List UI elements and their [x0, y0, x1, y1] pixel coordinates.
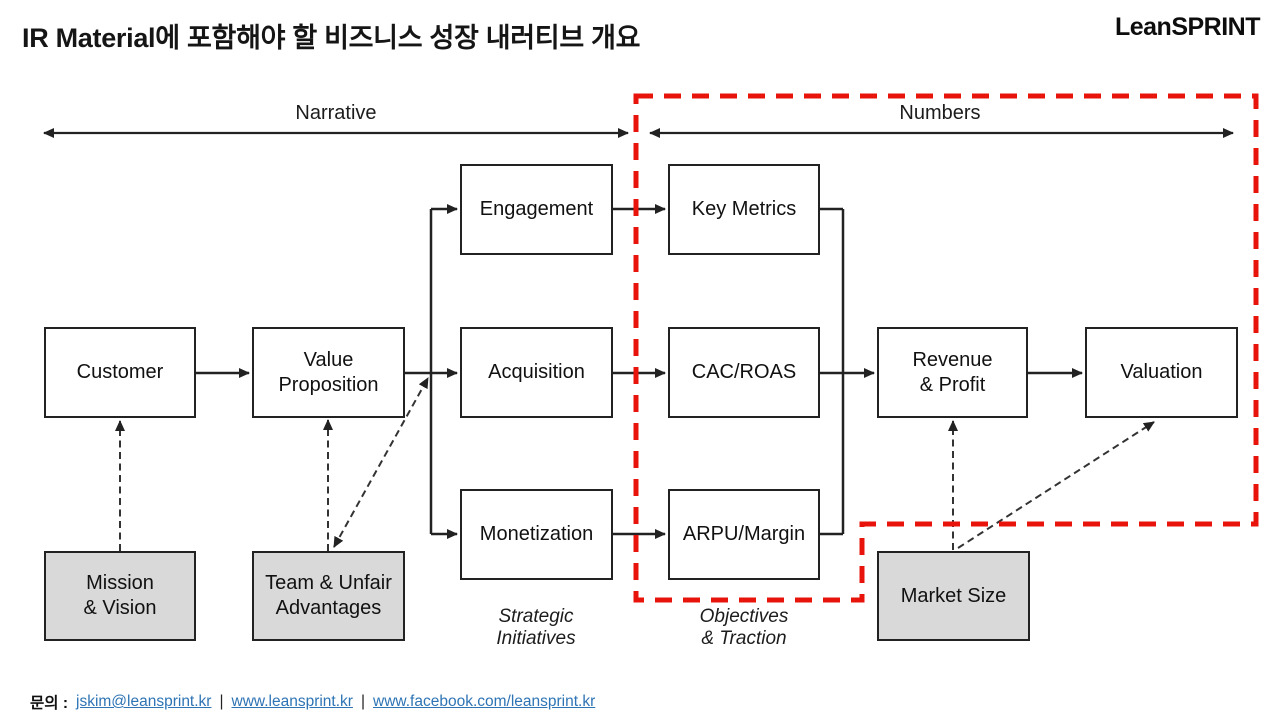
contact-label: 문의 :	[30, 695, 68, 712]
box-revenue-profit: Revenue & Profit	[877, 327, 1028, 418]
facebook-link[interactable]: www.facebook.com/leansprint.kr	[373, 693, 596, 710]
leansprint-logo: LeanSPRINT	[1114, 13, 1261, 41]
box-team-unfair-advantages: Team & Unfair Advantages	[252, 551, 405, 641]
box-valuation: Valuation	[1085, 327, 1238, 418]
footer-separator: |	[360, 693, 365, 710]
box-monetization: Monetization	[460, 489, 613, 580]
website-link[interactable]: www.leansprint.kr	[231, 693, 353, 710]
box-customer: Customer	[44, 327, 196, 418]
box-cac-roas: CAC/ROAS	[668, 327, 820, 418]
box-arpu-margin: ARPU/Margin	[668, 489, 820, 580]
box-mission-vision: Mission & Vision	[44, 551, 196, 641]
narrative-section-label: Narrative	[295, 102, 377, 124]
caption-strategic-initiatives: Strategic Initiatives	[496, 606, 576, 650]
footer-contact: 문의 : jskim@leansprint.kr | www.leansprin…	[30, 691, 595, 713]
box-market-size: Market Size	[877, 551, 1030, 641]
caption-objectives-traction: Objectives & Traction	[699, 606, 789, 650]
dashed-arrow-market-size-to-valuation	[957, 421, 1155, 549]
box-engagement: Engagement	[460, 164, 613, 255]
numbers-section-label: Numbers	[899, 102, 981, 124]
footer-separator: |	[219, 693, 224, 710]
page-title: IR Material에 포함해야 할 비즈니스 성장 내러티브 개요	[22, 23, 641, 53]
email-link[interactable]: jskim@leansprint.kr	[76, 693, 212, 710]
box-key-metrics: Key Metrics	[668, 164, 820, 255]
box-value-proposition: Value Proposition	[252, 327, 405, 418]
box-acquisition: Acquisition	[460, 327, 613, 418]
